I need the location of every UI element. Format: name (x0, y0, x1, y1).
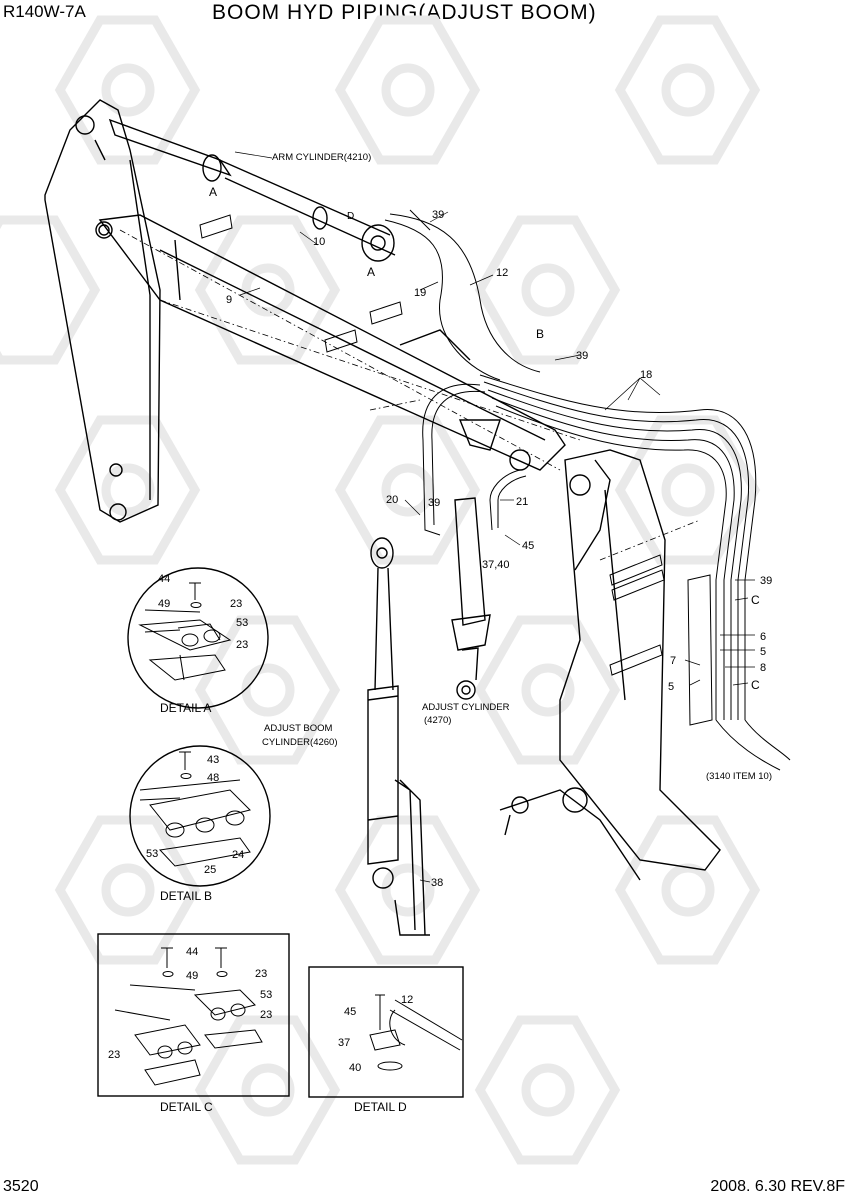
part-39-d: 39 (760, 575, 772, 587)
part-12: 12 (496, 267, 508, 279)
callout-labels: ARM CYLINDER(4210) 39 10 12 19 9 A A D B… (209, 152, 772, 889)
part-18: 18 (640, 369, 652, 381)
detail-d (308, 966, 464, 1098)
view-c-lower: C (751, 678, 760, 692)
detail-b-part-25: 25 (204, 864, 216, 876)
detail-c-part-23-top: 23 (255, 968, 267, 980)
detail-c-part-44: 44 (186, 946, 198, 958)
detail-b-part-53: 53 (146, 848, 158, 860)
adjust-boom-label-2: CYLINDER(4260) (262, 737, 338, 748)
arm-cylinder-label: ARM CYLINDER(4210) (272, 152, 371, 163)
part-19: 19 (414, 287, 426, 299)
detail-a-part-23-top: 23 (230, 598, 242, 610)
part-8: 8 (760, 662, 766, 674)
part-21: 21 (516, 496, 528, 508)
pipe-bundle-18 (479, 374, 791, 771)
detail-a-part-53: 53 (236, 617, 248, 629)
detail-c-part-53: 53 (260, 989, 272, 1001)
page-number: 3520 (3, 1178, 39, 1195)
part-5-right: 5 (760, 646, 766, 658)
view-c-upper: C (751, 593, 760, 607)
detail-b (129, 745, 271, 887)
detail-d-part-37: 37 (338, 1037, 350, 1049)
model-code: R140W-7A (3, 2, 86, 21)
part-37-40: 37,40 (482, 559, 510, 571)
detail-c-title: DETAIL C (160, 1100, 213, 1114)
part-45: 45 (522, 540, 534, 552)
detail-b-title: DETAIL B (160, 889, 212, 903)
adjust-boom-label-1: ADJUST BOOM (264, 723, 333, 734)
detail-d-title: DETAIL D (354, 1100, 407, 1114)
part-39-a: 39 (432, 209, 444, 221)
ref-3140-item-10: (3140 ITEM 10) (706, 771, 772, 782)
detail-c-part-23-right: 23 (260, 1009, 272, 1021)
detail-a-part-49: 49 (158, 598, 170, 610)
adjust-cylinder-label-1: ADJUST CYLINDER (422, 702, 510, 713)
detail-b-part-24: 24 (232, 849, 244, 861)
watermark-pattern (0, 15, 761, 1165)
detail-b-part-43: 43 (207, 754, 219, 766)
detail-d-labels: 45 12 37 40 DETAIL D (338, 994, 413, 1114)
arm-cylinder (108, 118, 396, 262)
part-9: 9 (226, 294, 232, 306)
page-title: BOOM HYD PIPING(ADJUST BOOM) (212, 1, 597, 24)
construction-lines (119, 229, 701, 561)
part-20: 20 (386, 494, 398, 506)
detail-d-part-45: 45 (344, 1006, 356, 1018)
adjust-boom-cylinder (367, 537, 430, 936)
leader-lines (234, 151, 755, 883)
part-38: 38 (431, 877, 443, 889)
arm-cylinder-hoses (384, 209, 541, 381)
part-39-c: 39 (428, 497, 440, 509)
view-b: B (536, 327, 544, 341)
detail-a-part-44: 44 (158, 573, 170, 585)
view-d: D (347, 211, 354, 222)
detail-b-labels: 43 48 24 53 25 DETAIL B (146, 754, 244, 903)
detail-c (97, 933, 290, 1097)
detail-a (127, 567, 269, 709)
adjust-cylinder (451, 497, 491, 700)
detail-a-title: DETAIL A (160, 701, 211, 715)
detail-b-part-48: 48 (207, 772, 219, 784)
detail-c-labels: 44 49 23 53 23 23 DETAIL C (108, 946, 272, 1114)
view-a-upper: A (209, 185, 217, 199)
part-6: 6 (760, 631, 766, 643)
part-10: 10 (313, 236, 325, 248)
part-5-left: 5 (668, 681, 674, 693)
detail-c-part-23-left: 23 (108, 1049, 120, 1061)
adjust-cylinder-hoses (422, 383, 527, 536)
detail-d-part-12: 12 (401, 994, 413, 1006)
adjust-cylinder-label-2: (4270) (424, 715, 451, 726)
detail-a-part-23-bottom: 23 (236, 639, 248, 651)
part-39-b: 39 (576, 350, 588, 362)
detail-a-labels: 44 49 23 53 23 DETAIL A (158, 573, 248, 715)
clamp-blocks (199, 214, 713, 726)
detail-c-part-49: 49 (186, 970, 198, 982)
revision-date: 2008. 6.30 REV.8F (710, 1178, 845, 1195)
boom-front-section (499, 449, 721, 881)
detail-d-part-40: 40 (349, 1062, 361, 1074)
view-a-lower: A (367, 265, 375, 279)
part-7: 7 (670, 655, 676, 667)
